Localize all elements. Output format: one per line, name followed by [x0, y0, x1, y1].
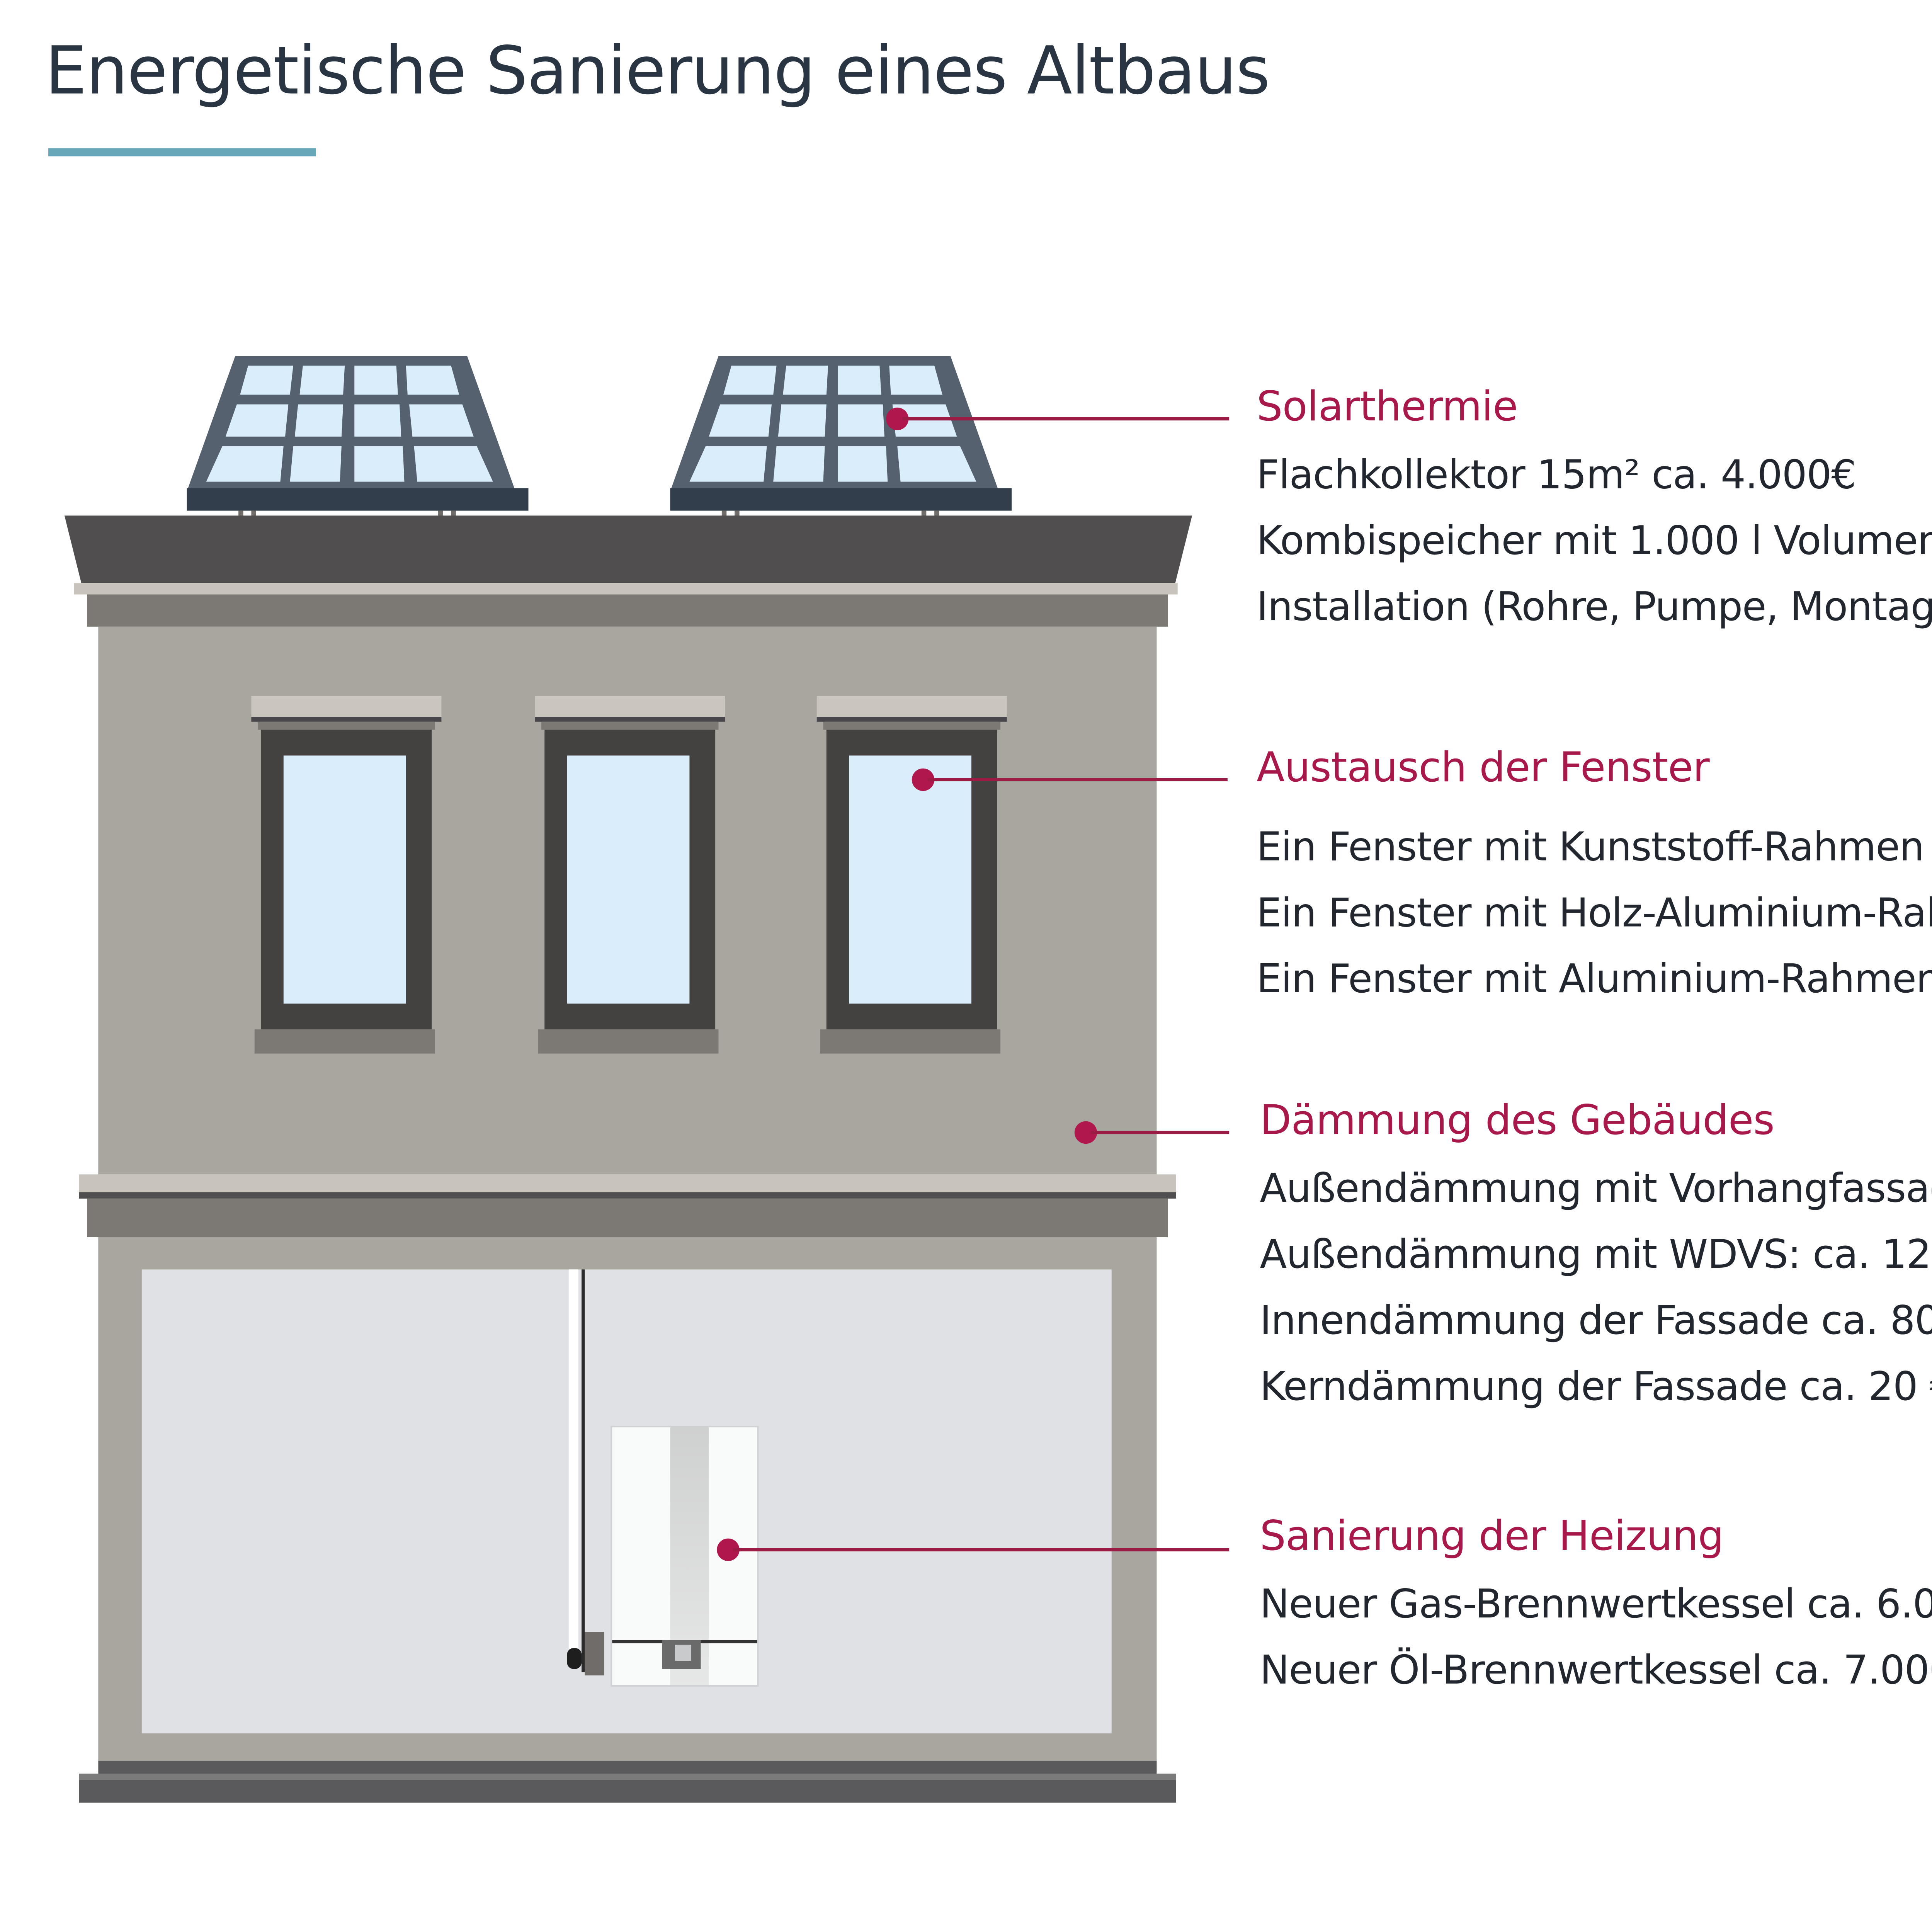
- display-icon: [675, 1645, 691, 1661]
- section-insulation: Dämmung des Gebäudes Außendämmung mit Vo…: [1260, 1097, 1932, 1410]
- window: [251, 696, 442, 1054]
- boiler-illustration: [611, 1425, 759, 1687]
- floor-ledge: [79, 1174, 1176, 1192]
- section-windows: Austausch der Fenster Ein Fenster mit Ku…: [1257, 744, 1932, 1002]
- section-heating: Sanierung der Heizung Neuer Gas-Brennwer…: [1260, 1513, 1932, 1693]
- section-title: Solarthermie: [1256, 383, 1518, 432]
- cornice: [87, 594, 1168, 627]
- cost-item: Ein Fenster mit Holz-Aluminium-Rahmen ca…: [1256, 889, 1932, 936]
- title-underline: [48, 148, 316, 156]
- valve-icon: [585, 1632, 604, 1675]
- cost-item: Ein Fenster mit Kunststoff-Rahmen ca. 50…: [1256, 823, 1932, 870]
- boiler-control-panel: [662, 1640, 701, 1669]
- foundation: [98, 1760, 1157, 1774]
- connector-line-solar: [902, 417, 1230, 421]
- cost-item: Neuer Öl-Brennwertkessel ca. 7.000€ bis …: [1260, 1646, 1932, 1693]
- connector-line-windows: [928, 778, 1228, 782]
- pipe: [582, 1269, 585, 1672]
- cost-item: Außendämmung mit Vorhangfassade: ca. 210…: [1260, 1165, 1932, 1212]
- solar-panel-left: [187, 356, 529, 520]
- page-title: Energetische Sanierung eines Altbaus: [45, 32, 1270, 110]
- solar-panels-illustration: [187, 356, 1012, 520]
- valve-knob-icon: [567, 1648, 582, 1669]
- ledge-shadow: [79, 1192, 1176, 1199]
- cost-item: Innendämmung der Fassade ca. 80 €/m²: [1260, 1297, 1932, 1344]
- window: [535, 696, 725, 1054]
- cost-item: Flachkollektor 15m² ca. 4.000€: [1256, 451, 1856, 498]
- connector-line-heating: [733, 1548, 1230, 1551]
- ledge-band: [87, 1198, 1168, 1237]
- section-solarthermie: Solarthermie Flachkollektor 15m² ca. 4.0…: [1257, 383, 1932, 630]
- pipe: [568, 1269, 578, 1656]
- cost-item: Außendämmung mit WDVS: ca. 120 €/m²: [1260, 1231, 1932, 1278]
- section-title: Sanierung der Heizung: [1260, 1512, 1724, 1561]
- section-title: Austausch der Fenster: [1256, 744, 1710, 793]
- foundation-highlight: [79, 1774, 1176, 1780]
- cost-item: Neuer Gas-Brennwertkessel ca. 6.000€ bis…: [1260, 1580, 1932, 1627]
- roof: [64, 515, 1192, 583]
- solar-panel-right: [670, 356, 1012, 520]
- connector-line-insulation: [1090, 1131, 1230, 1134]
- cost-item: Installation (Rohre, Pumpe, Montage) ca.…: [1256, 583, 1932, 630]
- section-title: Dämmung des Gebäudes: [1260, 1097, 1775, 1146]
- window: [816, 696, 1007, 1054]
- roof-trim: [74, 583, 1178, 595]
- cost-item: Kerndämmung der Fassade ca. 20 €/m²: [1260, 1363, 1932, 1410]
- cost-item: Ein Fenster mit Aluminium-Rahmen ca. 780…: [1256, 955, 1932, 1002]
- cost-item: Kombispeicher mit 1.000 l Volumen ca. 2.…: [1256, 517, 1932, 564]
